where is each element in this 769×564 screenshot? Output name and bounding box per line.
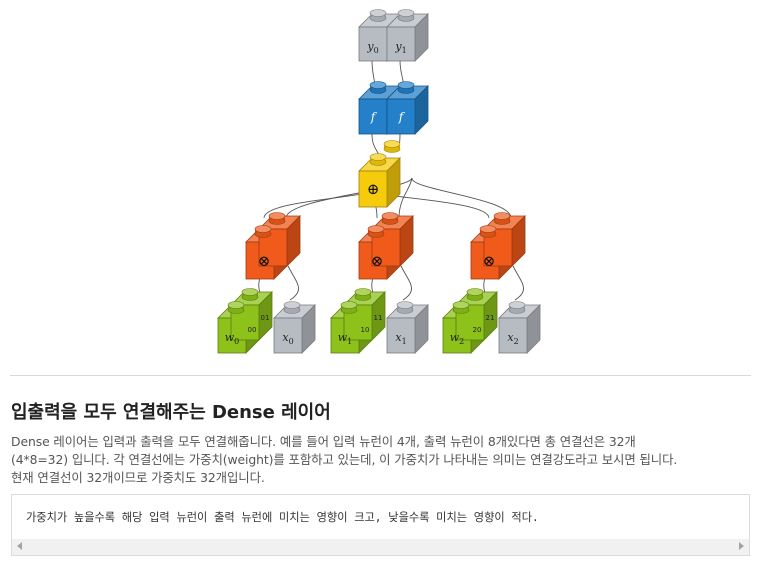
weight-label-w2: w2 xyxy=(450,331,465,346)
input-block-x1 xyxy=(386,304,429,354)
scroll-left-icon[interactable] xyxy=(17,542,22,550)
input-block-x0 xyxy=(273,304,316,354)
weight-index-b: 21 xyxy=(486,314,495,322)
stud xyxy=(397,81,415,89)
dense-layer-block-diagram: y0 y1 f f ⊕ ⊗ w0 x0 00 01 ⊗ w1 x1 10 11 ⊗ w2 x2 20 21 xyxy=(217,9,541,354)
weight-index-b: 11 xyxy=(374,314,383,322)
activation-label-f: f xyxy=(398,110,406,124)
stud xyxy=(452,301,470,309)
connection-line xyxy=(411,177,512,219)
sum-symbol: ⊕ xyxy=(367,180,380,198)
connection-line xyxy=(287,265,299,301)
connection-line xyxy=(400,265,412,301)
horizontal-scrollbar[interactable] xyxy=(12,539,749,555)
multiply-symbol: ⊗ xyxy=(483,252,496,270)
section-divider xyxy=(10,375,751,376)
paragraph-line-2: (4*8=32) 입니다. 각 연결선에는 가중치(weight)를 포함하고 … xyxy=(11,452,678,467)
stud xyxy=(479,225,497,233)
paragraph-line-1: Dense 레이어는 입력과 출력을 모두 연결해줍니다. 예를 들어 입력 뉴… xyxy=(11,434,636,449)
stud xyxy=(367,225,385,233)
stud xyxy=(241,288,259,296)
stud xyxy=(340,301,358,309)
weight-index-a: 00 xyxy=(248,326,257,334)
stud xyxy=(227,301,245,309)
multiply-symbol: ⊗ xyxy=(371,252,384,270)
connection-line xyxy=(512,265,524,301)
stud xyxy=(354,288,372,296)
scrollbar-track[interactable] xyxy=(28,542,733,552)
stud xyxy=(396,301,414,309)
code-block: 가중치가 높을수록 해당 입력 뉴런이 출력 뉴런에 미치는 영향이 크고, 낮… xyxy=(11,494,750,556)
weight-index-a: 10 xyxy=(361,326,370,334)
stud xyxy=(466,288,484,296)
scroll-right-icon[interactable] xyxy=(739,542,744,550)
input-label-x1: x1 xyxy=(395,331,406,346)
connection-line xyxy=(398,177,413,219)
stud xyxy=(268,212,286,220)
output-label-y1: y1 xyxy=(394,40,406,55)
weight-index-b: 01 xyxy=(261,314,270,322)
weight-label-w0: w0 xyxy=(225,331,240,346)
activation-label-f: f xyxy=(370,110,378,124)
weight-index-a: 20 xyxy=(473,326,482,334)
stud xyxy=(381,212,399,220)
stud xyxy=(369,81,387,89)
input-label-x0: x0 xyxy=(282,331,293,346)
multiply-symbol: ⊗ xyxy=(258,252,271,270)
weight-label-w1: w1 xyxy=(338,331,353,346)
stud xyxy=(369,9,387,17)
input-label-x2: x2 xyxy=(507,331,518,346)
section-title: 입출력을 모두 연결해주는 Dense 레이어 xyxy=(11,402,331,423)
stud xyxy=(369,153,387,161)
connection-line xyxy=(285,177,413,219)
code-text: 가중치가 높을수록 해당 입력 뉴런이 출력 뉴런에 미치는 영향이 크고, 낮… xyxy=(26,511,539,524)
paragraph-line-3: 현재 연결선이 32개이므로 가중치도 32개입니다. xyxy=(11,470,265,485)
stud xyxy=(493,212,511,220)
stud xyxy=(397,9,415,17)
stud xyxy=(383,140,401,148)
stud xyxy=(254,225,272,233)
output-label-y0: y0 xyxy=(366,40,378,55)
stud xyxy=(283,301,301,309)
stud xyxy=(508,301,526,309)
